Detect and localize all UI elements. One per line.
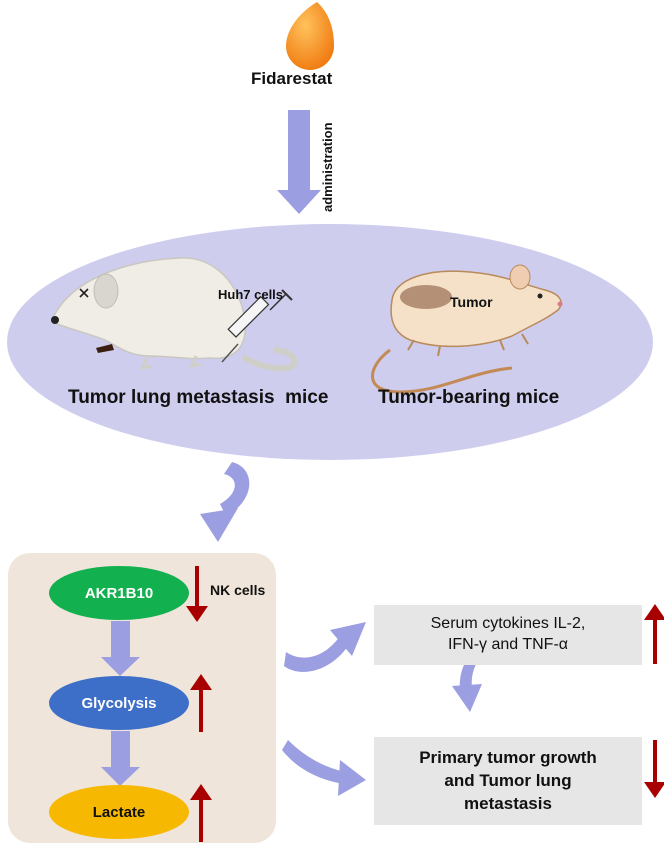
syringe-icon: [221, 289, 293, 363]
flow-arrow-to-pathway: [200, 462, 250, 542]
cytokines-line-1: Serum cytokines IL-2,: [430, 615, 586, 632]
glycolysis-to-lactate-arrow: [101, 731, 140, 786]
akr1b10-node: [49, 566, 189, 620]
tumor-bearing-mouse-icon: [371, 264, 563, 394]
administration-arrow: [277, 110, 321, 214]
tumor-outcome-box: [374, 737, 642, 825]
flow-arrow-to-cytokines: [284, 622, 366, 672]
left-model-label: Tumor lung metastasis mice: [68, 387, 329, 408]
lactate-node: [49, 785, 189, 839]
flow-arrow-to-tumor-outcome: [282, 740, 366, 796]
tumor-outcome-line-3: metastasis: [464, 794, 552, 813]
akr1b10-label: AKR1B10: [84, 585, 154, 602]
glycolysis-up-arrow: [190, 674, 212, 732]
cytokines-text: Serum cytokines IL-2, IFN-γ and TNF-α: [374, 613, 642, 655]
fidarestat-drop-icon: [286, 2, 334, 70]
glycolysis-node: [49, 676, 189, 730]
tumor-outcome-line-2: and Tumor lung: [444, 771, 572, 790]
tumor-outcome-line-1: Primary tumor growth: [419, 748, 597, 767]
mouse-models-ellipse: [7, 224, 653, 460]
tumor-growth-down-arrow: [644, 740, 664, 798]
nk-cells-down-arrow: [186, 566, 208, 622]
cytokines-box: [374, 605, 642, 665]
tumor-label: Tumor: [450, 294, 493, 310]
akr1b10-to-glycolysis-arrow: [101, 621, 140, 676]
drug-name: Fidarestat: [251, 69, 333, 88]
nk-cells-label: NK cells: [210, 582, 266, 598]
lactate-label: Lactate: [92, 804, 146, 821]
lactate-up-arrow: [190, 784, 212, 842]
right-model-label: Tumor-bearing mice: [378, 387, 560, 408]
glycolysis-label: Glycolysis: [81, 695, 157, 712]
cytokines-line-2: IFN-γ and TNF-α: [447, 636, 569, 653]
injection-label: Huh7 cells: [218, 287, 284, 302]
administration-label: administration: [320, 122, 335, 212]
metastasis-mouse-icon: [51, 257, 298, 372]
cytokines-up-arrow: [644, 604, 664, 664]
tumor-outcome-text: Primary tumor growth and Tumor lung meta…: [374, 746, 642, 815]
